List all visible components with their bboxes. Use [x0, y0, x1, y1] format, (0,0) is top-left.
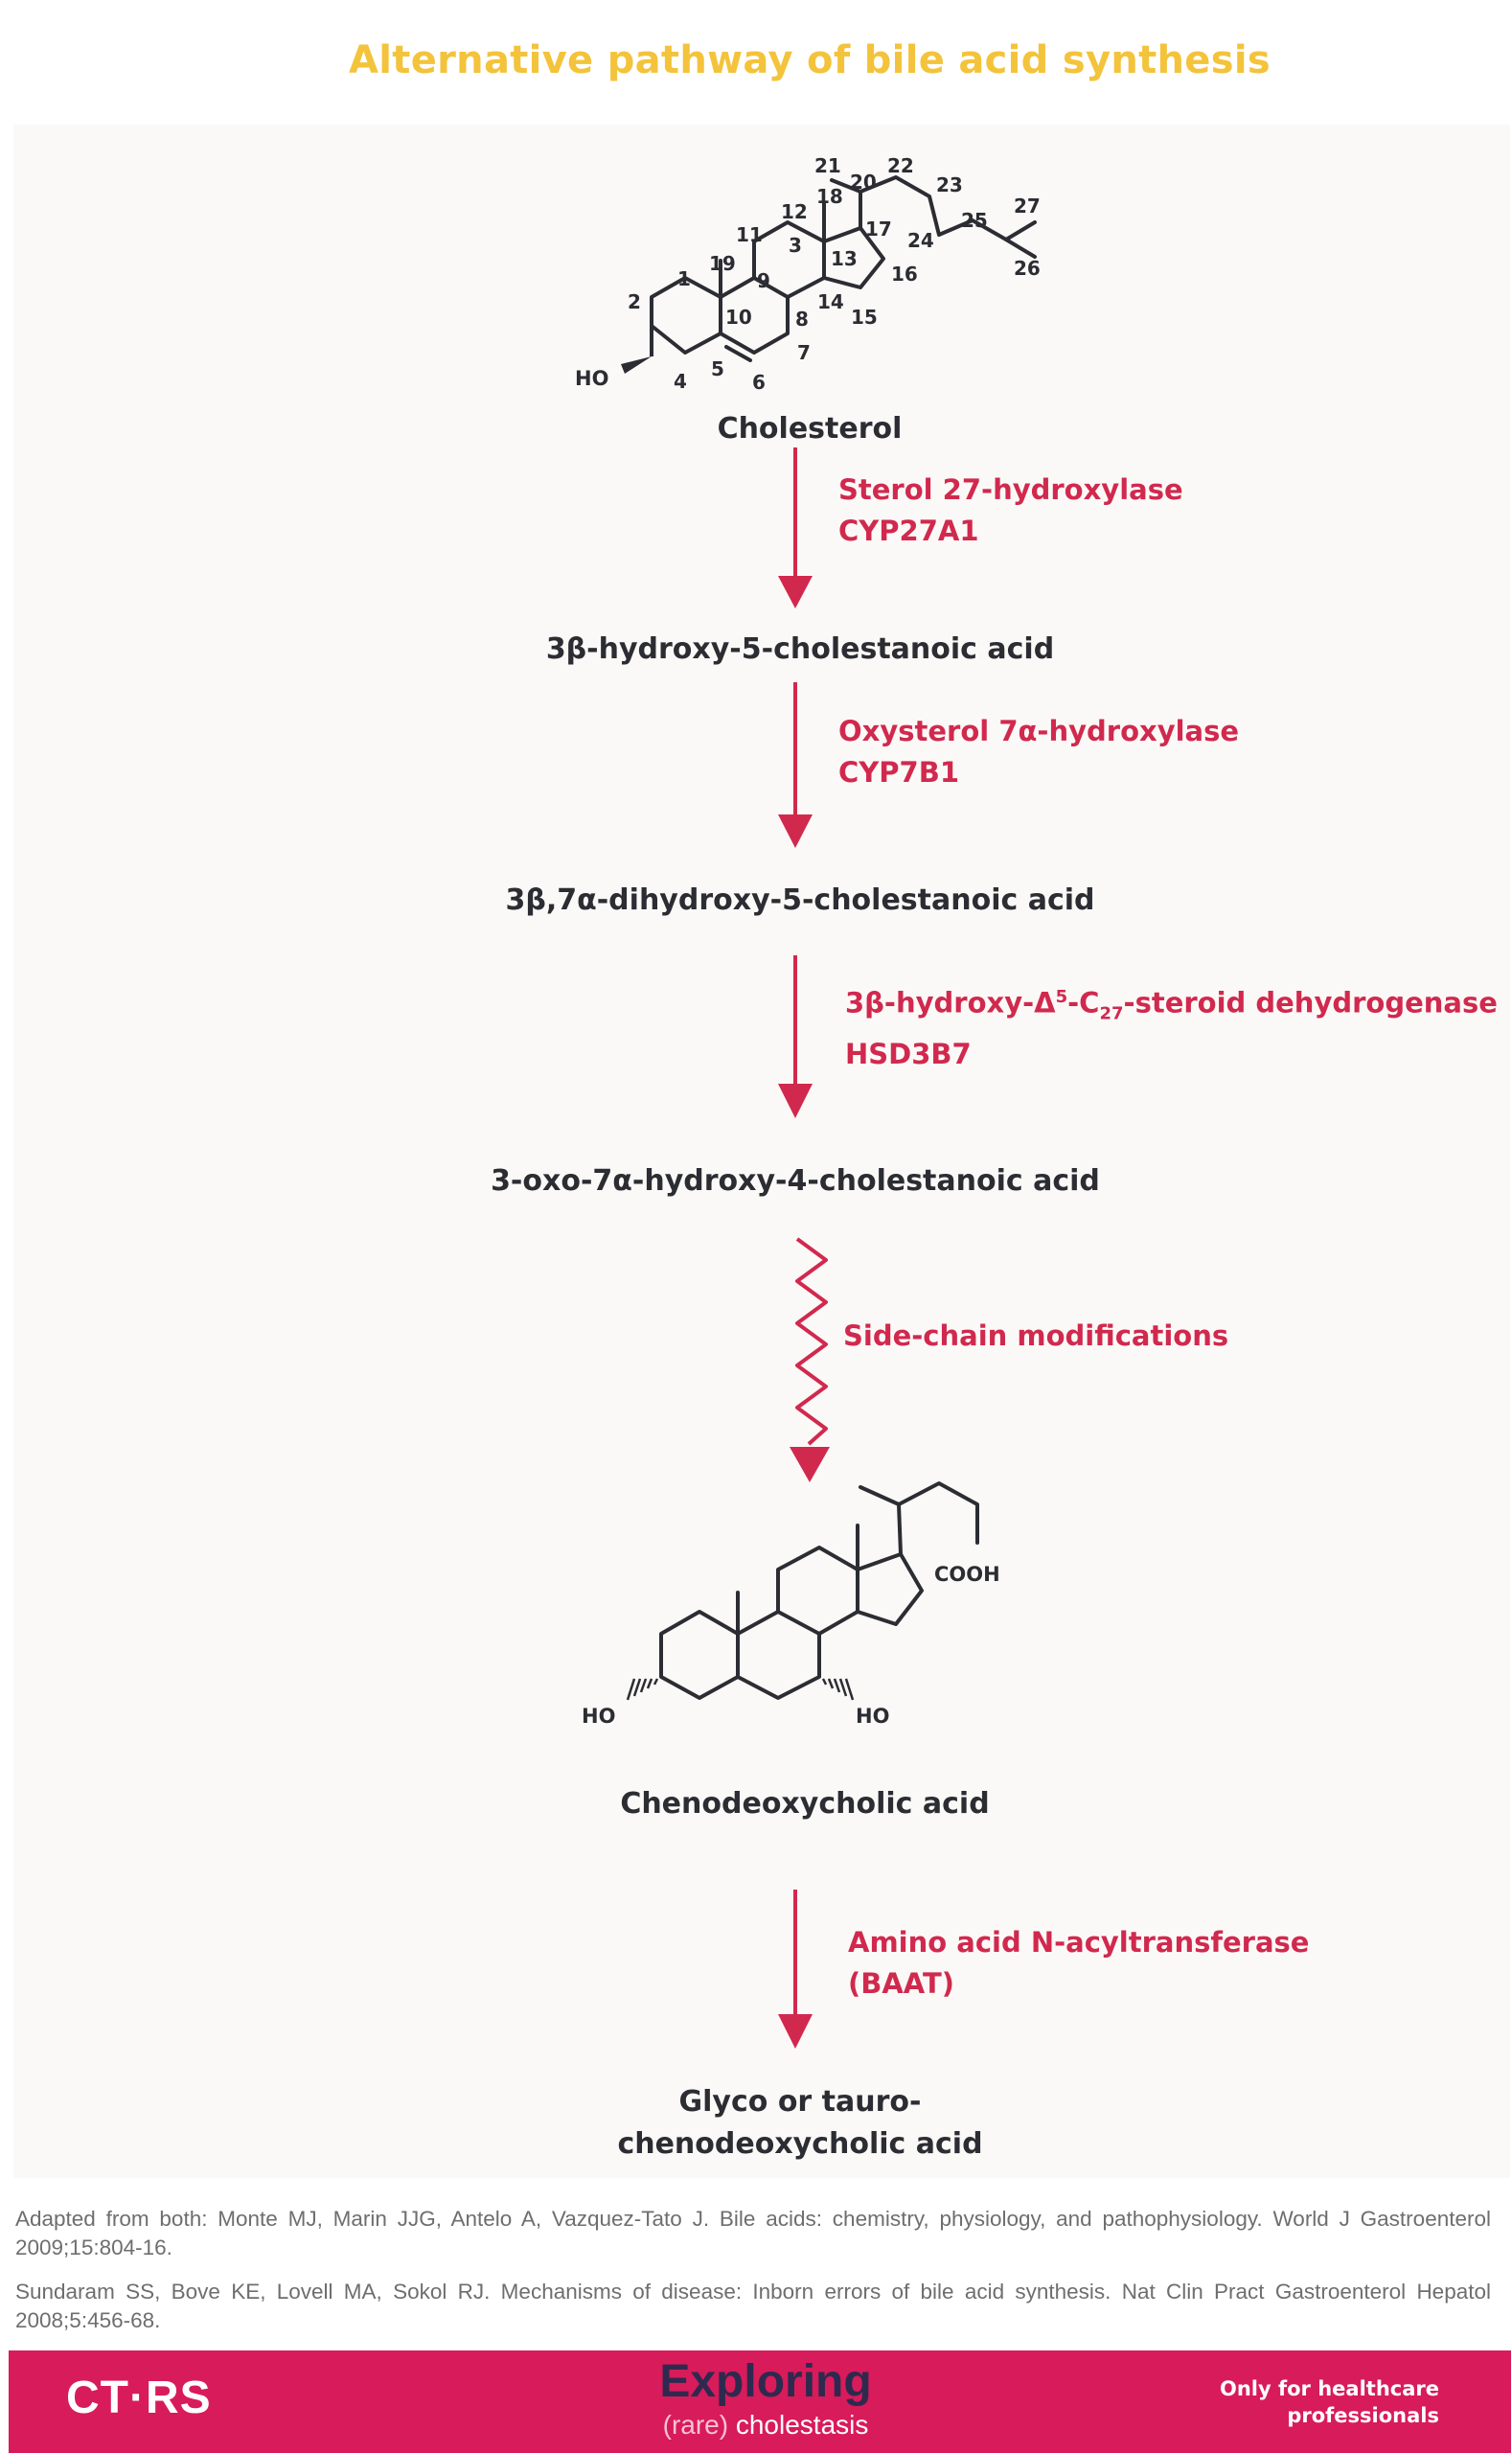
- compound-chenodeoxycholic-acid: Chenodeoxycholic acid: [620, 1787, 990, 1821]
- svg-text:21: 21: [814, 154, 841, 177]
- enzyme-cyp27a1: Sterol 27-hydroxylase CYP27A1: [838, 470, 1183, 552]
- compound-3b-hydroxy-5-cholestanoic-acid: 3β-hydroxy-5-cholestanoic acid: [545, 632, 1055, 666]
- svg-text:19: 19: [709, 252, 736, 275]
- enzyme-name: 3β-hydroxy-Δ5-C27-steroid dehydrogenase: [845, 986, 1498, 1024]
- svg-text:24: 24: [907, 229, 934, 252]
- ctrs-logo: CT·RS: [66, 2373, 212, 2423]
- svg-text:25: 25: [961, 209, 988, 232]
- compound-3b-7a-dihydroxy-5-cholestanoic-acid: 3β,7α-dihydroxy-5-cholestanoic acid: [505, 883, 1095, 917]
- enzyme-gene: HSD3B7: [845, 1038, 972, 1071]
- ho-label: HO: [575, 367, 608, 390]
- enzyme-cyp7b1: Oxysterol 7α-hydroxylase CYP7B1: [838, 711, 1239, 793]
- side-chain-modifications-label: Side-chain modifications: [843, 1319, 1229, 1352]
- page-title: Alternative pathway of bile acid synthes…: [349, 38, 1271, 82]
- enzyme-gene: CYP7B1: [838, 756, 959, 789]
- svg-text:23: 23: [936, 173, 963, 196]
- svg-text:10: 10: [725, 306, 752, 329]
- reaction-arrow-3: [778, 955, 813, 1118]
- hcp-notice: Only for healthcare professionals: [1219, 2377, 1439, 2427]
- ho-left-label: HO: [582, 1705, 615, 1728]
- svg-text:27: 27: [1014, 195, 1041, 218]
- svg-text:11: 11: [736, 223, 763, 246]
- svg-text:13: 13: [831, 247, 858, 270]
- reference-2: Sundaram SS, Bove KE, Lovell MA, Sokol R…: [15, 2280, 1491, 2332]
- enzyme-name: Sterol 27-hydroxylase: [838, 473, 1183, 506]
- footer-bar: CT·RS Exploring (rare) cholestasis Only …: [9, 2350, 1511, 2453]
- pathway-diagram: HO 1 2 3 4 5 6 7 8 9 10 11 12 13 14 15 1…: [491, 154, 1498, 2161]
- svg-text:2: 2: [628, 290, 641, 313]
- enzyme-gene: CYP27A1: [838, 515, 979, 547]
- svg-text:20: 20: [850, 171, 877, 194]
- diagram-panel: [13, 125, 1510, 2178]
- svg-text:1: 1: [677, 267, 691, 290]
- compound-glyco-tauro-cdca: Glyco or tauro- chenodeoxycholic acid: [617, 2085, 983, 2161]
- svg-text:9: 9: [757, 269, 770, 292]
- compound-3-oxo-7a-hydroxy-4-cholestanoic-acid: 3-oxo-7α-hydroxy-4-cholestanoic acid: [491, 1164, 1100, 1198]
- wedge-bond-icon: [621, 356, 652, 374]
- svg-text:7: 7: [797, 341, 811, 364]
- atom-numbers: 1 2 3 4 5 6 7 8 9 10 11 12 13 14 15 16 1…: [628, 154, 1041, 394]
- svg-text:14: 14: [817, 290, 844, 313]
- enzyme-name: Amino acid N-acyltransferase: [848, 1926, 1310, 1959]
- svg-text:8: 8: [795, 308, 809, 331]
- svg-text:3: 3: [789, 234, 802, 257]
- reaction-arrow-1: [778, 447, 813, 608]
- reaction-arrow-4: [778, 1890, 813, 2049]
- hashed-bond-icon: [626, 1678, 855, 1701]
- wavy-reaction-arrow: [790, 1237, 830, 1482]
- enzyme-hsd3b7: 3β-hydroxy-Δ5-C27-steroid dehydrogenase …: [845, 976, 1498, 1075]
- cholesterol-structure: HO 1 2 3 4 5 6 7 8 9 10 11 12 13 14 15 1…: [575, 154, 1041, 394]
- svg-text:22: 22: [887, 154, 914, 177]
- svg-text:4: 4: [674, 370, 687, 393]
- ho-right-label: HO: [856, 1705, 889, 1728]
- compound-cholesterol: Cholesterol: [717, 412, 903, 446]
- enzyme-name: Oxysterol 7α-hydroxylase: [838, 715, 1240, 747]
- reference-1: Adapted from both: Monte MJ, Marin JJG, …: [15, 2207, 1491, 2259]
- svg-text:18: 18: [816, 185, 843, 208]
- enzyme-gene: (BAAT): [848, 1967, 955, 2000]
- references: Adapted from both: Monte MJ, Marin JJG, …: [15, 2205, 1491, 2350]
- svg-text:26: 26: [1014, 257, 1041, 280]
- exploring-cholestasis-logo: Exploring (rare) cholestasis: [659, 2356, 872, 2440]
- svg-text:17: 17: [865, 218, 892, 241]
- reaction-arrow-2: [778, 682, 813, 848]
- enzyme-baat: Amino acid N-acyltransferase (BAAT): [848, 1922, 1309, 2005]
- svg-text:15: 15: [851, 306, 878, 329]
- svg-text:16: 16: [891, 263, 918, 286]
- cooh-label: COOH: [934, 1563, 1000, 1586]
- svg-text:5: 5: [711, 357, 724, 380]
- svg-text:6: 6: [752, 371, 766, 394]
- svg-text:12: 12: [781, 200, 808, 223]
- cdca-structure: HO HO COOH: [582, 1481, 1000, 1728]
